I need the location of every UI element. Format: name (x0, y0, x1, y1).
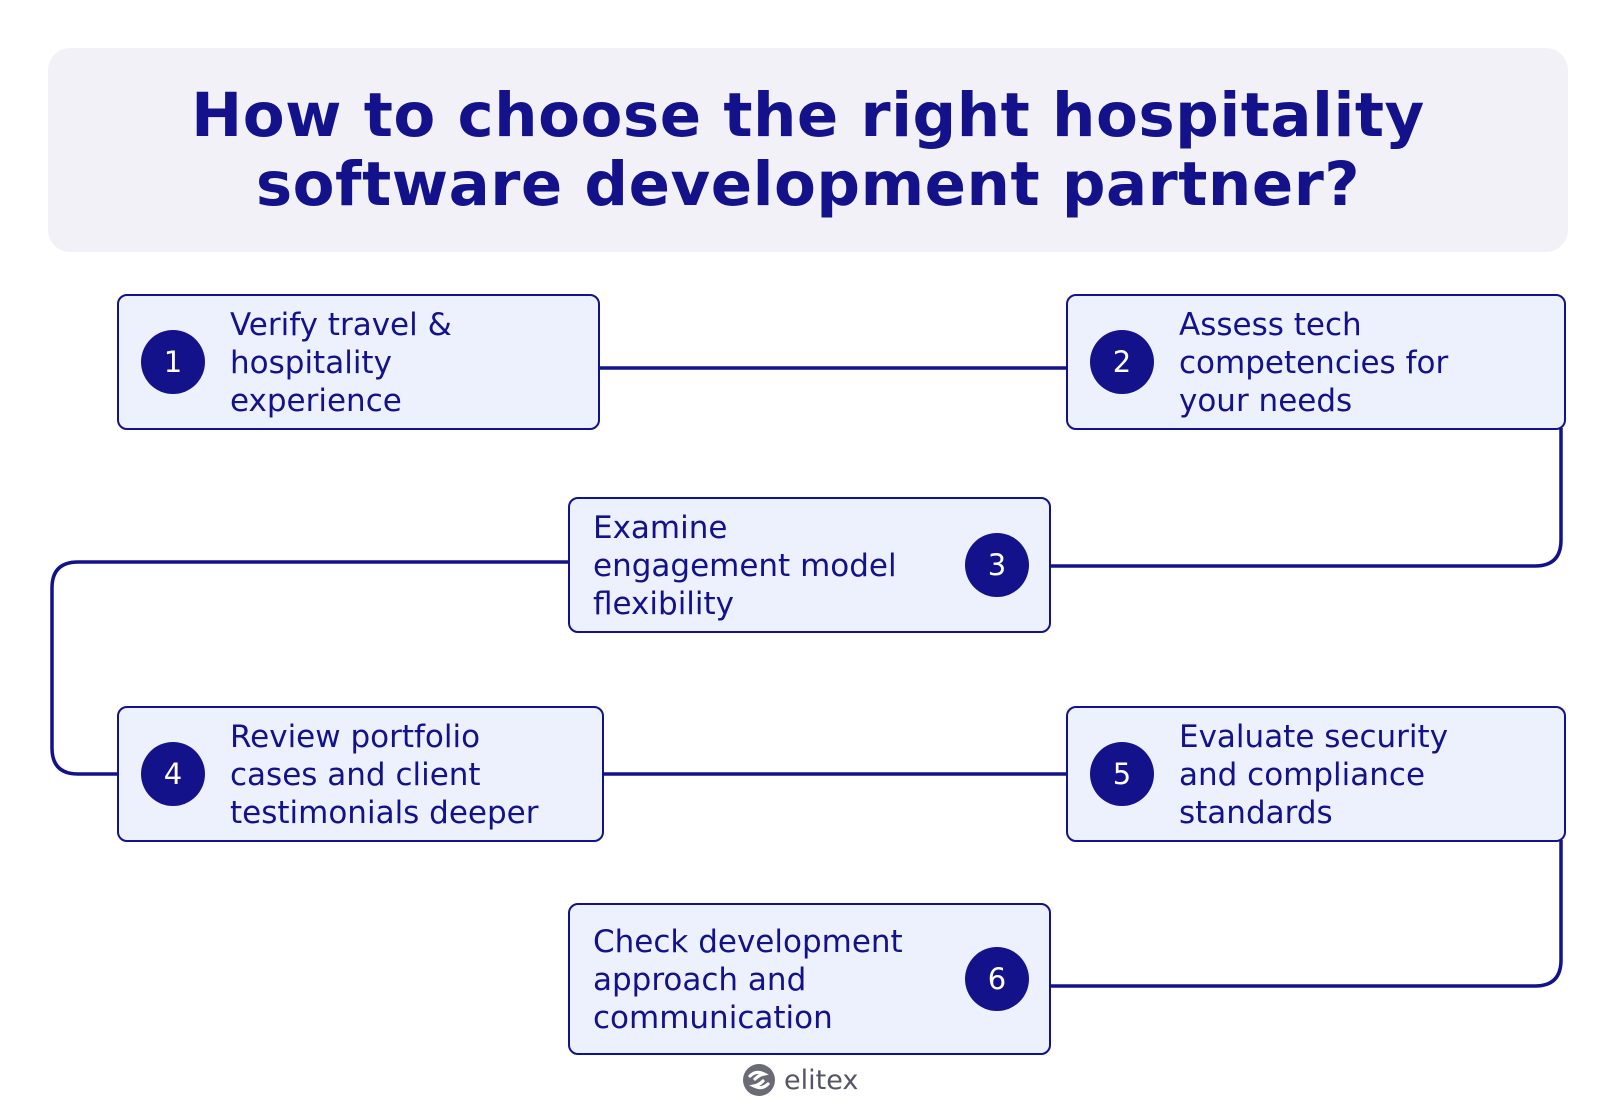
connector-2-3 (1049, 428, 1563, 568)
step-number-1: 1 (141, 330, 205, 394)
step-1-line-3: experience (230, 383, 402, 419)
step-number-3: 3 (965, 533, 1029, 597)
step-number-4: 4 (141, 742, 205, 806)
step-1-line-2: hospitality (230, 345, 392, 381)
step-4-line-1: Review portfolio (230, 719, 481, 755)
title-line-2: software development partner? (255, 149, 1361, 220)
brand-logo: elitex (742, 1062, 858, 1098)
title-panel: How to choose the right hospitality soft… (48, 48, 1568, 252)
title-line-1: How to choose the right hospitality (191, 80, 1425, 151)
step-5-line-2: and compliance (1179, 757, 1426, 793)
step-6-line-2: approach and (593, 962, 807, 998)
step-card-1: 1 Verify travel & hospitality experience (117, 294, 600, 430)
step-6-line-1: Check development (593, 924, 903, 960)
step-6-line-3: communication (593, 1000, 833, 1036)
step-label-6: Check development approach and communica… (593, 923, 903, 1037)
step-card-5: 5 Evaluate security and compliance stand… (1066, 706, 1566, 842)
step-label-2: Assess tech competencies for your needs (1179, 306, 1448, 420)
step-4-line-3: testimonials deeper (230, 795, 539, 831)
step-label-1: Verify travel & hospitality experience (230, 306, 452, 420)
step-2-line-1: Assess tech (1179, 307, 1362, 343)
connector-5-6 (1049, 840, 1563, 988)
step-label-5: Evaluate security and compliance standar… (1179, 718, 1448, 832)
step-number-5: 5 (1090, 742, 1154, 806)
step-card-3: Examine engagement model flexibility 3 (568, 497, 1051, 633)
step-5-line-3: standards (1179, 795, 1333, 831)
brand-name: elitex (784, 1064, 859, 1096)
step-5-line-1: Evaluate security (1179, 719, 1449, 755)
step-3-line-1: Examine (593, 510, 728, 546)
step-card-4: 4 Review portfolio cases and client test… (117, 706, 604, 842)
step-card-2: 2 Assess tech competencies for your need… (1066, 294, 1566, 430)
step-2-line-2: competencies for (1179, 345, 1449, 381)
step-4-line-2: cases and client (230, 757, 481, 793)
connector-3-4 (50, 560, 568, 776)
step-label-4: Review portfolio cases and client testim… (230, 718, 539, 832)
step-card-6: Check development approach and communica… (568, 903, 1051, 1055)
elitex-logo-icon (743, 1064, 775, 1096)
step-label-3: Examine engagement model flexibility (593, 509, 897, 623)
step-number-6: 6 (965, 947, 1029, 1011)
step-number-2: 2 (1090, 330, 1154, 394)
step-3-line-2: engagement model (593, 548, 897, 584)
step-3-line-3: flexibility (593, 586, 735, 622)
step-1-line-1: Verify travel & (230, 307, 452, 343)
step-2-line-3: your needs (1179, 383, 1353, 419)
